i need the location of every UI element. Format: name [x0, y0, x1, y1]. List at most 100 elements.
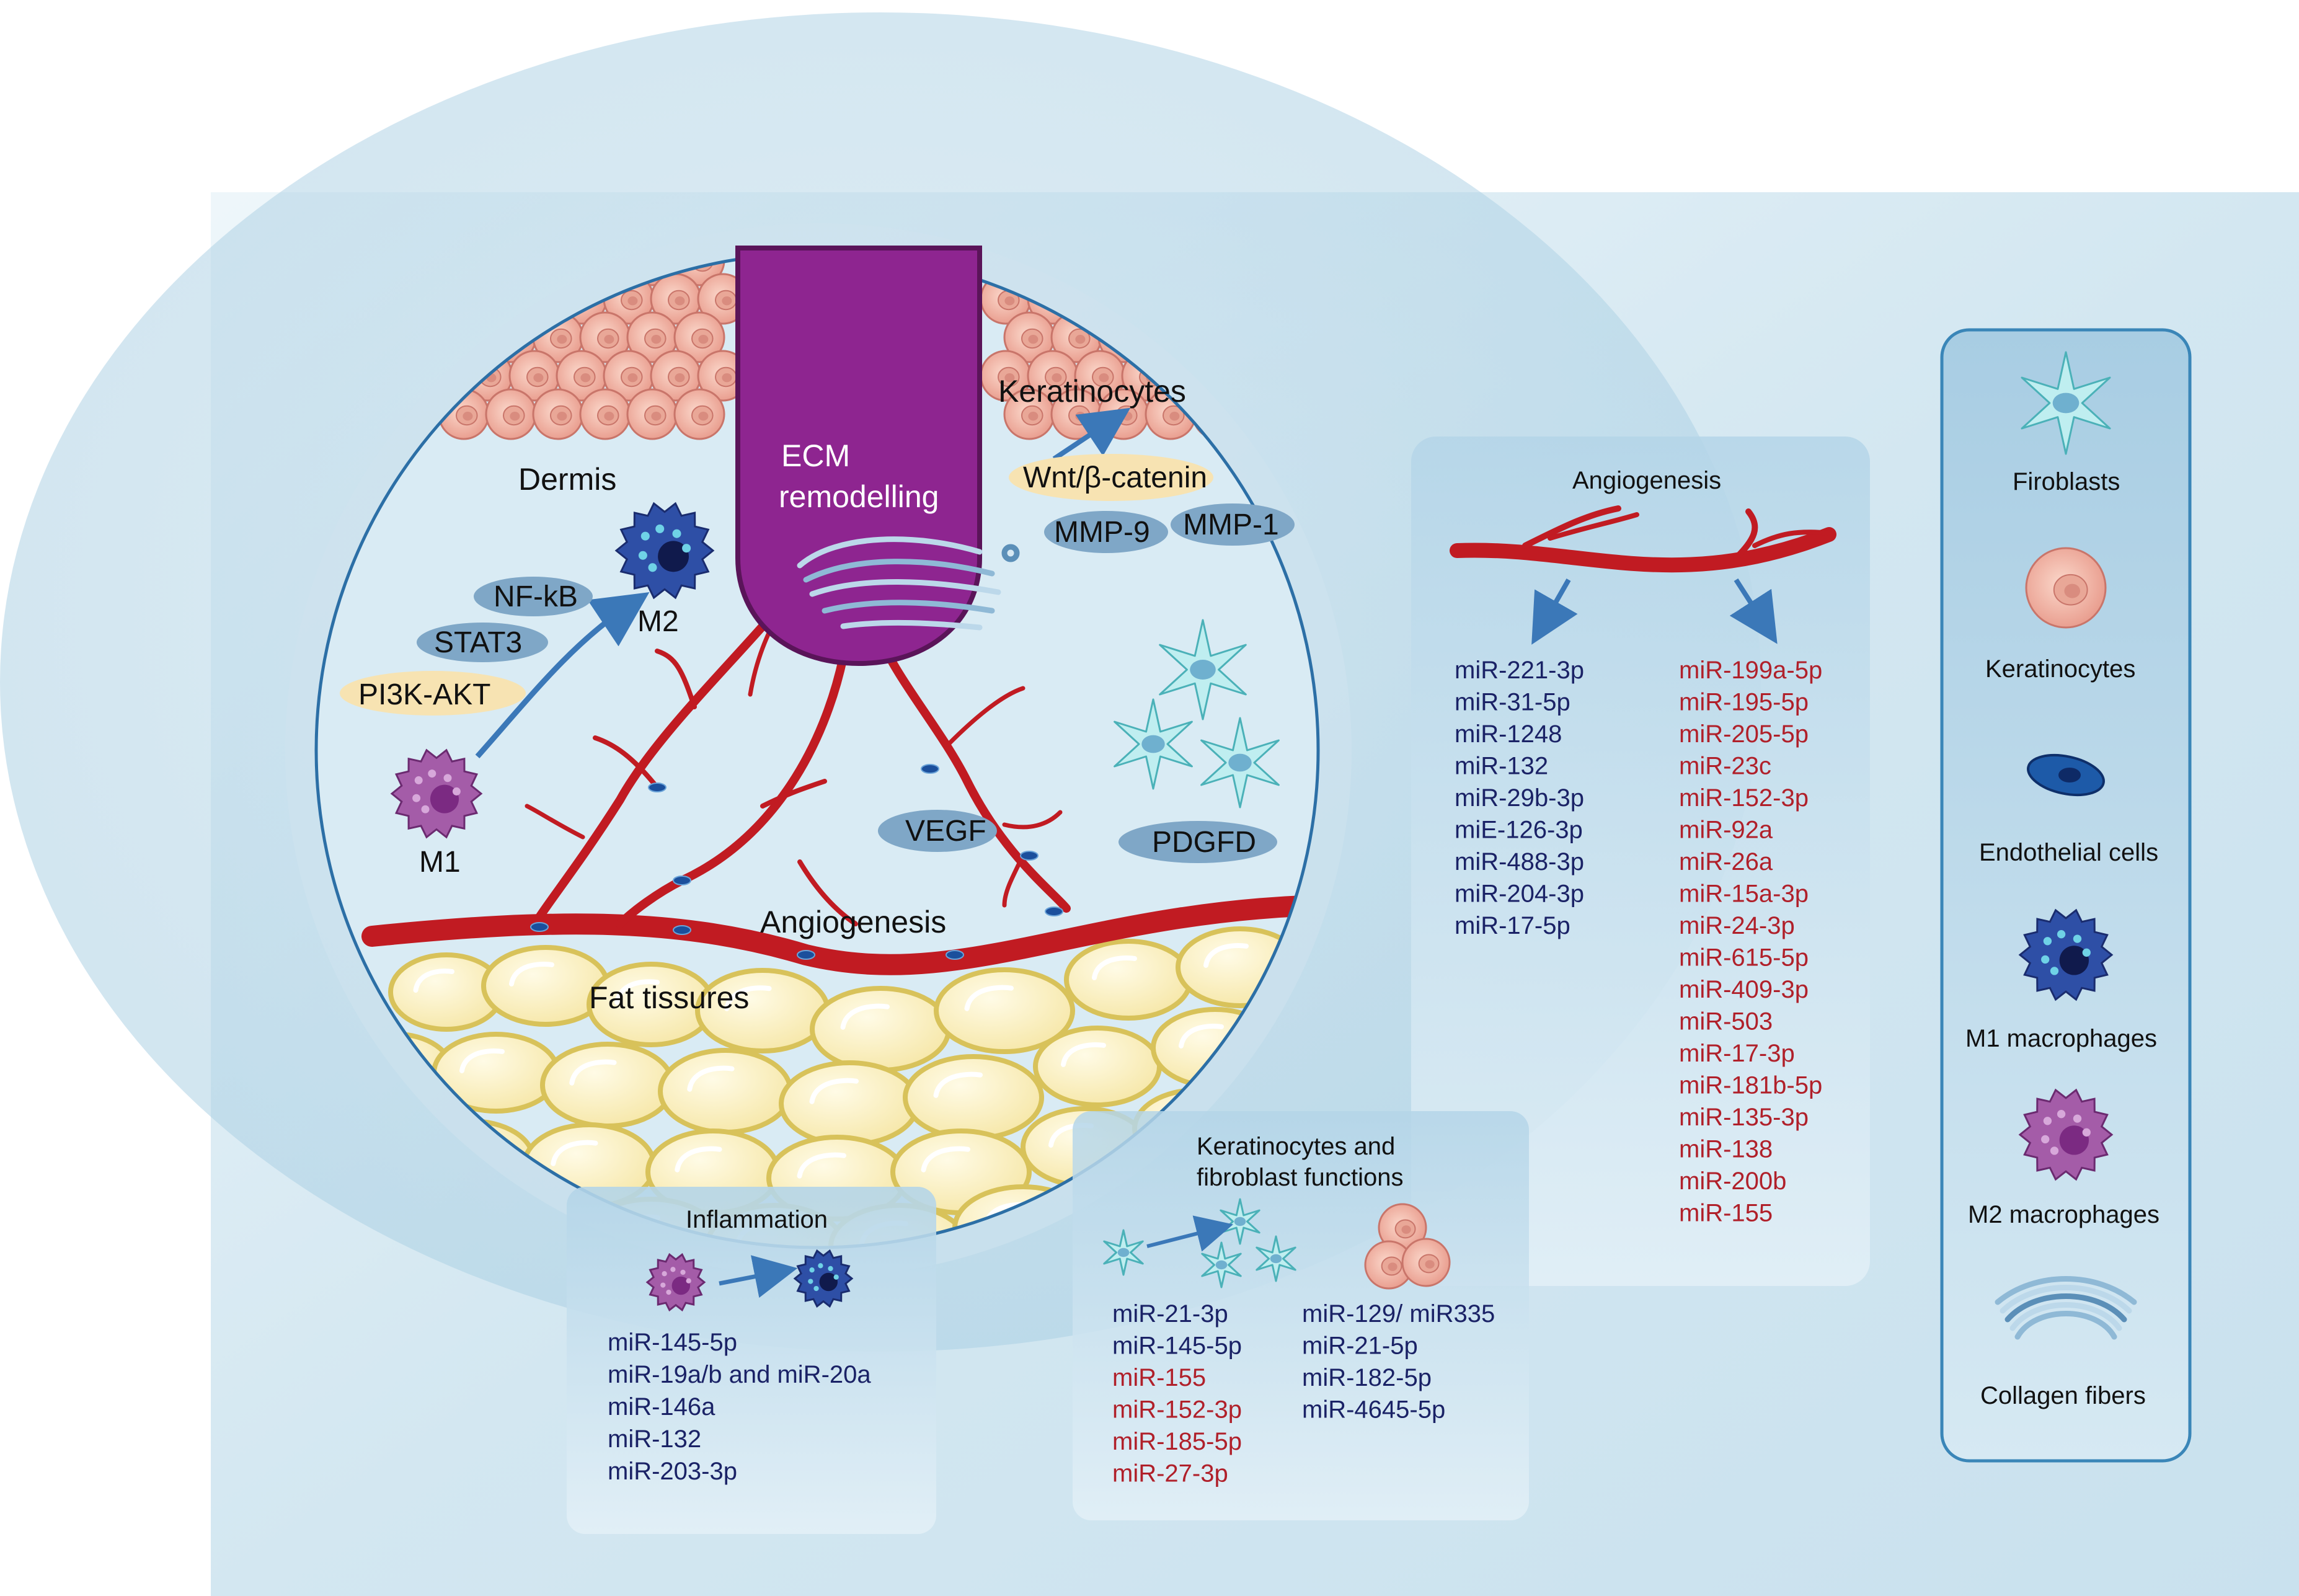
fat-tissue-label: Fat tissures — [589, 980, 749, 1015]
legend-label: Firoblasts — [2013, 468, 2120, 495]
fibroblast-icons — [1103, 1198, 1296, 1288]
vegf-label: VEGF — [905, 815, 986, 848]
mir-item: miR-195-5p — [1679, 689, 1809, 716]
kf-mir-list-right: miR-129/ miR335 miR-21-5p miR-182-5p miR-46… — [1302, 1300, 1495, 1424]
kf-arrow — [1146, 1215, 1234, 1252]
mir-item: miR-31-5p — [1455, 689, 1570, 716]
mir-item: miR-19a/b and miR-20a — [608, 1361, 871, 1388]
mmp9-label: MMP-9 — [1054, 516, 1150, 549]
ecm-label-line2: remodelling — [779, 479, 939, 514]
pdgfd-pill — [1118, 821, 1277, 863]
fibroblast-icon — [2021, 351, 2111, 455]
mir-item: miR-24-3p — [1679, 912, 1795, 939]
keratinocyte-icons — [1364, 1203, 1451, 1290]
mir-item: miR-145-5p — [1112, 1332, 1242, 1360]
mir-item: miR-132 — [608, 1425, 701, 1453]
mir-item: miR-92a — [1679, 817, 1773, 844]
mir-item: miR-503 — [1679, 1008, 1773, 1035]
mir-item: miR-1248 — [1455, 720, 1562, 748]
legend-label: Endothelial cells — [1979, 839, 2158, 866]
mir-item: miR-615-5p — [1679, 944, 1809, 972]
angiogenesis-mir-list-blue: miR-221-3p miR-31-5p miR-1248 miR-132 miR-29… — [1455, 657, 1584, 939]
vegf-pill — [878, 810, 997, 852]
m1-macrophage — [390, 748, 483, 839]
m1-to-m2-arrow — [475, 592, 650, 758]
keratinocyte-fibroblast-panel: Keratinocytes and fibroblast functions m… — [1073, 1111, 1529, 1520]
mir-item: miR-29b-3p — [1455, 784, 1584, 812]
legend-label: M1 macrophages — [1965, 1025, 2157, 1052]
mir-item: miR-23c — [1679, 753, 1771, 780]
mmp1-pill — [1171, 503, 1295, 546]
mir-item: miR-15a-3p — [1679, 880, 1809, 908]
mir-item: miR-17-3p — [1679, 1040, 1795, 1067]
angio-left-arrow — [1531, 579, 1578, 645]
ecm-structure — [735, 246, 982, 667]
stat3-pill — [417, 623, 548, 662]
mir-item: miR-4645-5p — [1302, 1396, 1445, 1424]
mir-item: miR-409-3p — [1679, 976, 1809, 1003]
dermis-label: Dermis — [518, 462, 616, 497]
m2-macrophage — [614, 502, 715, 600]
mir-item: miR-26a — [1679, 848, 1773, 876]
mir-item: miR-181b-5p — [1679, 1072, 1822, 1099]
m2-macrophage-icon — [793, 1249, 854, 1308]
mir-item: miR-203-3p — [608, 1458, 737, 1485]
mir-item: miR-146a — [608, 1393, 715, 1421]
mmp9-pill — [1044, 511, 1168, 553]
mir-item: miR-182-5p — [1302, 1364, 1432, 1391]
mir-item: miR-132 — [1455, 753, 1548, 780]
mir-item: miR-155 — [1112, 1364, 1206, 1391]
mir-item: miR-155 — [1679, 1200, 1773, 1227]
pdgfd-label: PDGFD — [1152, 826, 1256, 859]
inflammation-arrow — [719, 1255, 798, 1298]
wnt-pill — [1009, 454, 1213, 501]
m1-macrophage-icon — [2018, 908, 2114, 1001]
mir-item: miR-205-5p — [1679, 720, 1809, 748]
keratinocytes-label: Keratinocytes — [998, 374, 1186, 409]
nfkb-label: NF-kB — [494, 580, 578, 613]
endothelial-cells — [530, 764, 1063, 960]
endothelial-cell-icon — [2027, 753, 2105, 797]
blood-vessel-icon — [1450, 505, 1836, 573]
wnt-label: Wnt/β-catenin — [1023, 461, 1207, 494]
angio-right-arrow — [1729, 578, 1778, 644]
inflammation-panel-title: Inflammation — [686, 1206, 828, 1233]
kf-panel-title-line1: Keratinocytes and — [1197, 1133, 1395, 1160]
keratinocyte-icon — [2025, 547, 2107, 629]
mir-item: miR-135-3p — [1679, 1104, 1809, 1131]
mir-item: miR-21-3p — [1112, 1300, 1228, 1328]
m2-macrophage-icon — [2018, 1088, 2114, 1181]
collagen-fiber-icon — [797, 536, 1020, 631]
mir-item: miR-17-5p — [1455, 912, 1570, 939]
pi3k-pill — [340, 671, 526, 716]
mir-item: miR-200b — [1679, 1168, 1786, 1195]
mir-item: miR-204-3p — [1455, 880, 1584, 908]
legend-label: Collagen fibers — [1980, 1382, 2146, 1409]
mir-item: miE-126-3p — [1455, 817, 1583, 844]
m1-label: M1 — [419, 846, 461, 879]
mmp1-label: MMP-1 — [1183, 508, 1279, 541]
kf-mir-list-left: miR-21-3pmiR-145-5pmiR-155miR-152-3pmiR-… — [1112, 1300, 1242, 1487]
mir-item: miR-488-3p — [1455, 848, 1584, 876]
mir-item: miR-21-5p — [1302, 1332, 1418, 1360]
mir-item: miR-152-3p — [1112, 1396, 1242, 1424]
stat3-label: STAT3 — [434, 626, 522, 659]
m2-label: M2 — [637, 605, 679, 638]
collagen-fiber-icon — [1995, 1276, 2137, 1340]
mir-item: miR-129/ miR335 — [1302, 1300, 1495, 1328]
legend-label: M2 macrophages — [1968, 1201, 2159, 1228]
angiogenesis-label: Angiogenesis — [760, 905, 946, 939]
kf-panel-title-line2: fibroblast functions — [1197, 1164, 1404, 1191]
mir-item: miR-138 — [1679, 1136, 1773, 1163]
mir-item: miR-199a-5p — [1679, 657, 1822, 684]
fibroblast-cluster — [1114, 619, 1280, 809]
mir-item: miR-221-3p — [1455, 657, 1584, 684]
ecm-label-line1: ECM — [781, 438, 850, 473]
legend-label: Keratinocytes — [1985, 655, 2135, 683]
pi3k-label: PI3K-AKT — [358, 678, 490, 711]
angiogenesis-panel-title: Angiogenesis — [1572, 467, 1721, 494]
m1-macrophage-icon — [645, 1252, 706, 1312]
